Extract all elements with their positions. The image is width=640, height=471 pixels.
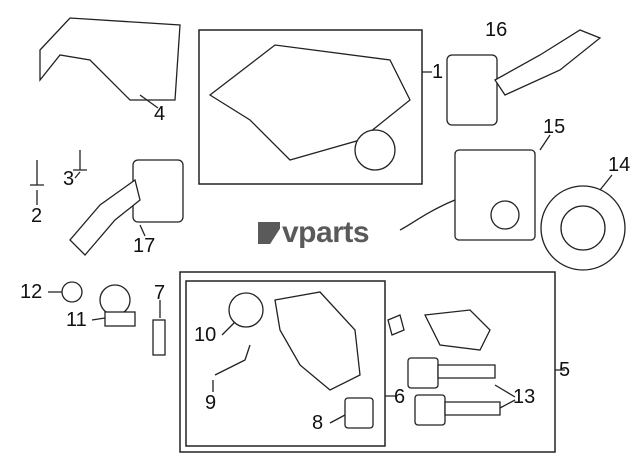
callout-1: 1: [432, 61, 444, 83]
wiper-switch: [446, 54, 498, 126]
callout-5: 5: [559, 359, 571, 381]
switch-8: [344, 397, 374, 429]
key-blade-1: [437, 364, 496, 379]
callout-16: 16: [485, 19, 508, 41]
group-box-5: [179, 271, 556, 453]
callout-10: 10: [194, 324, 217, 346]
vparts-watermark: vparts: [258, 216, 370, 250]
callout-15: 15: [543, 116, 566, 138]
bezel-10: [228, 292, 264, 328]
lock-cylinder: [424, 309, 491, 351]
callout-13: 13: [513, 386, 536, 408]
ignition-switch-assembly: [454, 149, 536, 241]
screw-2: [30, 160, 44, 186]
callout-2: 2: [31, 205, 43, 227]
wiper-stalk: [494, 29, 602, 96]
group-box-1: [198, 29, 423, 185]
callout-3: 3: [63, 168, 75, 190]
key-head-1: [407, 357, 439, 389]
bolt-7: [152, 319, 166, 356]
clockspring-center: [560, 205, 606, 251]
key-blade-2: [444, 401, 501, 416]
rod-9: [214, 344, 251, 376]
turn-signal-switch: [132, 159, 184, 223]
screw-3: [73, 150, 87, 171]
lock-housing: [274, 291, 361, 391]
shroud-ring: [354, 129, 396, 171]
callout-7: 7: [154, 282, 166, 304]
callout-14: 14: [608, 154, 631, 176]
vparts-logo-icon: [258, 222, 280, 244]
callout-8: 8: [312, 412, 324, 434]
callout-12: 12: [20, 281, 43, 303]
callout-17: 17: [133, 235, 156, 257]
callout-11: 11: [66, 309, 87, 331]
callout-6: 6: [394, 386, 406, 408]
key-head-2: [414, 394, 446, 426]
upper-column-cover: [39, 17, 181, 101]
group-box-6: [185, 280, 386, 447]
callout-4: 4: [154, 103, 166, 125]
leader-lines: [36, 71, 613, 424]
turn-signal-stalk: [69, 178, 141, 256]
wire-harness: [399, 199, 456, 231]
lock-cylinder-face: [490, 200, 520, 230]
callout-9: 9: [205, 392, 217, 414]
lower-column-shroud: [208, 44, 411, 161]
ring-12: [61, 281, 83, 303]
ring-11: [99, 284, 131, 316]
ring-11-base: [104, 311, 136, 327]
clip: [387, 314, 405, 336]
watermark-text: vparts: [282, 216, 370, 249]
